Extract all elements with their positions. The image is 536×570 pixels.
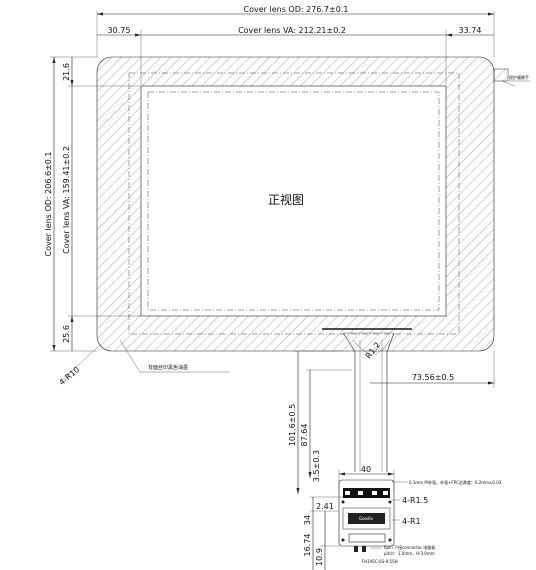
protective-film-tab: 保护膜撕手 <box>493 68 530 87</box>
corner-radius-callout: 4-R10 <box>57 344 101 387</box>
radius-1-label: 4-R1 <box>402 517 421 526</box>
sensor-dashed-outline <box>128 72 460 335</box>
viewing-area-outline <box>140 85 447 317</box>
fpc-stiffener-note: 0.1mm PI补强，补强+FPC总厚度：0.2mm±0.03 <box>409 479 502 485</box>
cover-od-width-label: Cover lens OD: 276.7±0.1 <box>244 5 349 14</box>
dim-10-9-label: 10.9 <box>315 548 324 566</box>
top-margin-label: 21.6 <box>62 63 71 81</box>
active-area-dashed-outline <box>147 91 440 311</box>
cover-od-height-label: Cover lens OD: 206.6±0.1 <box>44 152 53 257</box>
connector-note-1: 6pin 下接connector 电路板 <box>384 544 435 550</box>
radius-1-5-label: 4-R1.5 <box>402 496 428 505</box>
bottom-margin-label: 25.6 <box>62 325 71 343</box>
dim-16-74-label: 16.74 <box>303 534 312 557</box>
connector <box>348 533 386 543</box>
cover-od-width-dimension: Cover lens OD: 276.7±0.1 <box>96 5 495 57</box>
fpc-offset-label: 73.56±0.5 <box>412 373 454 382</box>
fpc-length-dimensions: 101.6±0.5 87.64 3.5±0.3 <box>288 350 352 494</box>
view-title: 正视图 <box>268 192 304 207</box>
dim-2-41-label: 2.41 <box>316 502 334 511</box>
left-margin-label: 30.75 <box>108 26 131 35</box>
fpc-stiffener-label: 3.5±0.3 <box>312 450 321 482</box>
fpc-offset-dimension: 73.56±0.5 <box>370 351 495 388</box>
fpc-inner-length-label: 87.64 <box>300 424 309 447</box>
pcb-dimensions: 2.41 34 16.74 10.9 <box>303 496 343 570</box>
right-margin-label: 33.74 <box>459 26 482 35</box>
corner-radius-label: 4-R10 <box>57 365 81 387</box>
fpc-total-length-label: 101.6±0.5 <box>288 404 297 446</box>
cover-va-height-label: Cover lens VA: 159.41±0.2 <box>62 146 71 254</box>
chip-label: Goodix <box>359 516 374 521</box>
silkscreen-callout: 背面丝印黑色油墨 <box>119 339 230 373</box>
connector-note-3: FH19SC-6S-0.5SH <box>362 559 398 564</box>
fpc-width-label: 40 <box>361 465 371 474</box>
cover-glass: 正视图 <box>96 56 495 352</box>
cover-va-width-label: Cover lens VA: 212.21±0.2 <box>238 26 346 35</box>
dim-34-label: 34 <box>303 515 312 525</box>
fpc-cable: R1.2 <box>342 332 395 472</box>
protective-film-tab-label: 保护膜撕手 <box>509 74 529 80</box>
silkscreen-note: 背面丝印黑色油墨 <box>148 364 188 371</box>
stiffener-strip <box>343 488 390 498</box>
fpc-pcb-board: Goodix <box>338 479 395 552</box>
connector-note-2: pitch：1.0mm，H:3.0mm <box>384 551 435 556</box>
fpc-notes: 0.1mm PI补强，补强+FPC总厚度：0.2mm±0.03 4-R1.5 4… <box>362 479 502 564</box>
fpc-width-dimension: 40 <box>338 465 395 490</box>
controller-chip <box>348 513 385 524</box>
